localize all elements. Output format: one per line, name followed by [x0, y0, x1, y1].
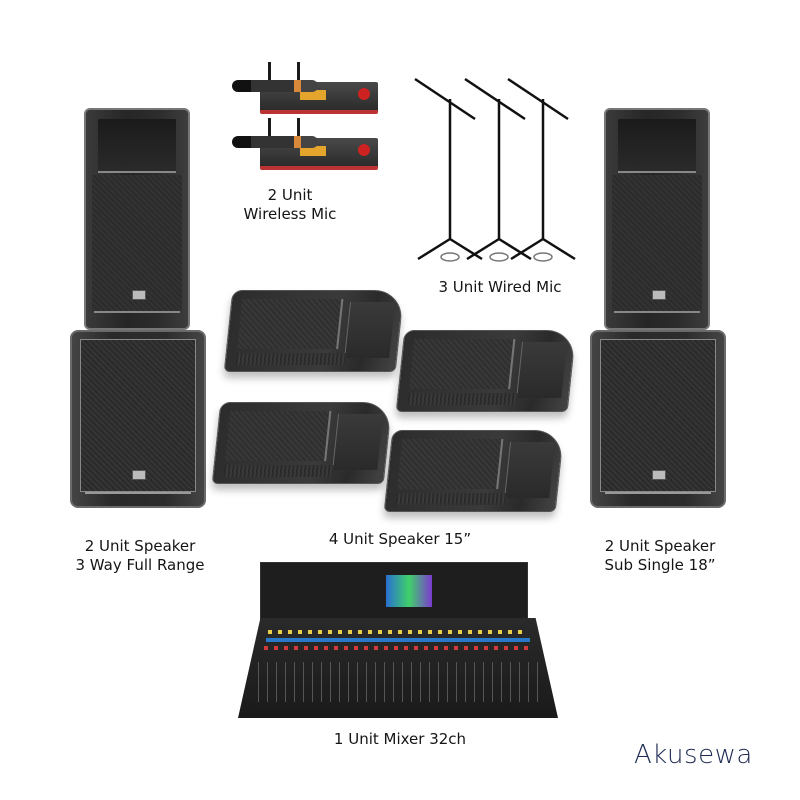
horn [618, 118, 696, 174]
full-range-speaker-right [604, 108, 710, 330]
handheld-mic-icon [232, 136, 318, 148]
label-line: 2 Unit [267, 186, 313, 204]
label-line: 3 Unit Wired Mic [438, 278, 562, 296]
side-panel [332, 414, 384, 471]
antenna-icon [268, 62, 271, 84]
jbl-logo-icon [132, 470, 146, 480]
brand-logo: Akusewa [634, 740, 753, 770]
receiver [260, 138, 378, 170]
grill [612, 175, 702, 311]
full-range-speaker-left [84, 108, 190, 330]
trim [94, 310, 180, 322]
mic-stand-icon [414, 77, 576, 262]
mixer-console [238, 562, 558, 722]
label-line: 2 Unit Speaker [604, 537, 716, 555]
wireless-mic-label: 2 Unit Wireless Mic [220, 186, 360, 224]
label-line: 2 Unit Speaker [84, 537, 196, 555]
port [223, 465, 334, 477]
antenna-icon [297, 62, 300, 84]
label-line: 1 Unit Mixer 32ch [333, 730, 467, 748]
monitor-speaker [395, 330, 577, 412]
sub-speaker-right [590, 330, 726, 508]
monitor-speaker [383, 430, 565, 512]
horn [98, 118, 176, 174]
knob [358, 144, 370, 156]
knob [358, 88, 370, 100]
side-panel [504, 442, 556, 499]
grill [397, 439, 504, 489]
label-line: 3 Way Full Range [75, 556, 205, 574]
trim [614, 310, 700, 322]
mute-row [264, 646, 532, 650]
grill [92, 175, 182, 311]
mixer-screen [386, 575, 432, 607]
jbl-logo-icon [652, 470, 666, 480]
sub-speaker-left [70, 330, 206, 508]
antenna-icon [297, 118, 300, 140]
grill [225, 411, 332, 461]
trim [85, 491, 191, 501]
label-line: 4 Unit Speaker 15” [328, 530, 472, 548]
wired-mic-label: 3 Unit Wired Mic [410, 278, 590, 297]
monitor-speaker [211, 402, 393, 484]
monitor-speaker-label: 4 Unit Speaker 15” [300, 530, 500, 549]
grill [599, 338, 717, 493]
display [300, 90, 326, 100]
button-row [268, 630, 528, 634]
fader-bank [258, 662, 538, 702]
label-line: Sub Single 18” [604, 556, 716, 574]
full-range-speaker-label: 2 Unit Speaker 3 Way Full Range [40, 537, 240, 575]
channel-strip [266, 638, 530, 642]
side-panel [344, 302, 396, 359]
antenna-icon [268, 118, 271, 140]
jbl-logo-icon [132, 290, 146, 300]
jbl-logo-icon [652, 290, 666, 300]
display [300, 146, 326, 156]
trim [605, 491, 711, 501]
label-line: Wireless Mic [243, 205, 337, 223]
grill [409, 339, 516, 389]
grill [237, 299, 344, 349]
port [235, 353, 346, 365]
port [395, 493, 506, 505]
port [407, 393, 518, 405]
mixer-fader-desk [238, 618, 558, 718]
side-panel [516, 342, 568, 399]
handheld-mic-icon [232, 80, 318, 92]
mixer-label: 1 Unit Mixer 32ch [290, 730, 510, 749]
monitor-speaker [223, 290, 405, 372]
sub-speaker-label: 2 Unit Speaker Sub Single 18” [560, 537, 760, 575]
grill [79, 338, 197, 493]
mixer-control-panel [260, 562, 528, 620]
